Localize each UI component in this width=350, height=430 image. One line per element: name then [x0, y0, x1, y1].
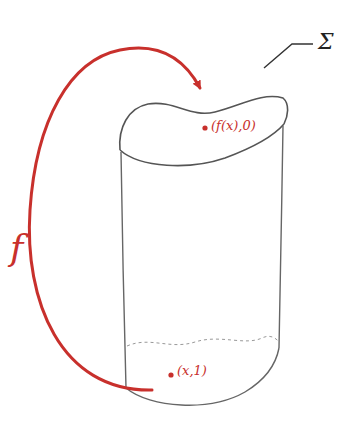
cylinder-right-side: [279, 126, 283, 348]
point-label: (f(x),0): [211, 119, 256, 133]
surface-label: Σ: [318, 30, 334, 54]
cylinder-left-side: [121, 152, 126, 388]
top-surface-rim: [120, 124, 284, 166]
bottom-back-rim: [127, 336, 279, 346]
map-label: f: [10, 228, 23, 268]
leader-line: [264, 44, 313, 68]
point-dot: [168, 372, 173, 377]
map-arrow: [29, 48, 200, 390]
bottom-front-rim: [126, 348, 279, 405]
point-dot: [202, 125, 207, 130]
top-surface-back: [120, 97, 288, 150]
point-label: (x,1): [177, 364, 207, 378]
